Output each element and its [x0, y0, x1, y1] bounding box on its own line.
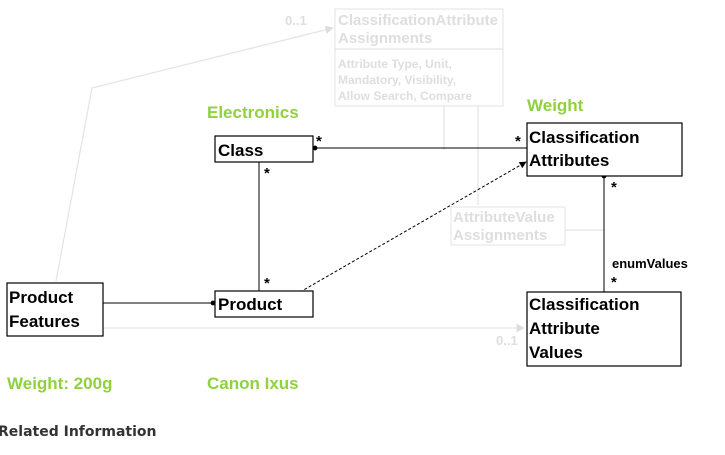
class-label: Class [218, 141, 263, 160]
classification-attribute-assignments-box: ClassificationAttribute Assignments Attr… [334, 8, 504, 107]
example-electronics: Electronics [207, 103, 299, 122]
assignments-attribute-line2: Mandatory, Visibility, [338, 73, 456, 87]
uml-class-diagram: ClassificationAttribute Assignments Attr… [6, 8, 688, 393]
attribute-value-assignments-box: AttributeValue Assignments [450, 206, 566, 246]
class-aggregation-diamond [312, 145, 318, 151]
product-features-line1: Product [9, 288, 74, 307]
product-label: Product [218, 295, 283, 314]
enum-values-role-label: enumValues [612, 256, 688, 271]
value-assignments-line1: AttributeValue [453, 209, 555, 226]
related-information-heading: Related Information [0, 424, 157, 440]
classification-attributes-line2: Attributes [529, 151, 609, 170]
multiplicity-product-top: * [264, 275, 270, 292]
multiplicity-attributes-left: * [515, 133, 521, 150]
assignments-title-line1: ClassificationAttribute [338, 12, 498, 29]
classification-attributes-line1: Classification [529, 128, 640, 147]
multiplicity-features-assignments: 0..1 [285, 13, 307, 28]
product-box: Product [214, 290, 314, 318]
product-aggregation-diamond [210, 300, 216, 306]
value-assignments-line2: Assignments [453, 227, 547, 244]
attribute-values-line1: Classification [529, 295, 640, 314]
multiplicity-features-values: 0..1 [496, 333, 518, 348]
multiplicity-attributes-bottom: * [611, 179, 617, 196]
assignments-attribute-line3: Allow Search, Compare [338, 89, 472, 103]
attribute-values-line2: Attribute [529, 319, 600, 338]
example-weight: Weight [527, 96, 584, 115]
product-features-box: Product Features [6, 282, 104, 337]
product-features-line2: Features [9, 312, 80, 331]
multiplicity-class-right: * [316, 133, 322, 150]
example-canon-ixus: Canon Ixus [207, 374, 299, 393]
assignments-title-line2: Assignments [338, 30, 432, 47]
features-to-assignments-line [55, 25, 334, 282]
class-box: Class [214, 135, 314, 163]
product-attributes-dependency [299, 161, 527, 293]
multiplicity-values-top: * [611, 274, 617, 291]
attribute-values-line3: Values [529, 343, 583, 362]
classification-attributes-box: Classification Attributes [526, 122, 683, 177]
multiplicity-class-bottom: * [264, 165, 270, 182]
assignments-attribute-line1: Attribute Type, Unit, [338, 57, 452, 71]
example-weight-value: Weight: 200g [7, 374, 112, 393]
classification-attribute-values-box: Classification Attribute Values [526, 291, 682, 367]
